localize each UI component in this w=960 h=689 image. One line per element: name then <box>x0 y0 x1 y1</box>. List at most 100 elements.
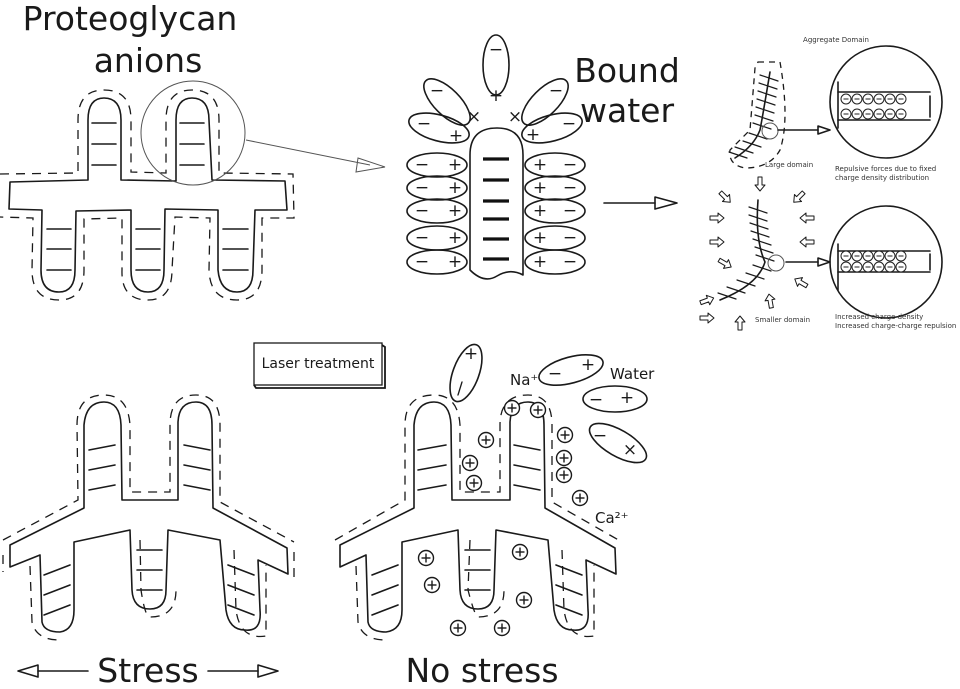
svg-text:−: − <box>417 114 431 134</box>
bristle <box>726 286 746 294</box>
svg-text:/: / <box>457 379 463 399</box>
cation-icon <box>555 449 573 467</box>
cation-icon <box>493 619 511 637</box>
stretched-chain-bars <box>43 444 255 616</box>
arrow-right-icon <box>654 196 678 210</box>
magnify-circle <box>140 80 246 186</box>
water-molecule <box>406 198 468 224</box>
bristle <box>742 140 762 148</box>
small-caption-line2: Increased charge-charge repulsion <box>835 322 956 330</box>
plus-icon: + <box>533 252 547 272</box>
svg-text:+: + <box>526 125 540 145</box>
bristle <box>728 151 748 159</box>
sodium-label: Na⁺ <box>510 371 538 389</box>
small-domain-label: Smaller domain <box>755 316 810 324</box>
bristle <box>752 264 772 272</box>
svg-text:−: − <box>548 364 562 384</box>
compression-arrow-icon <box>799 212 815 224</box>
bristle <box>736 279 756 287</box>
cation-icon <box>449 619 467 637</box>
compression-arrow-icon <box>699 294 715 306</box>
water-molecules-top: − + − × − × − + + − <box>408 34 583 146</box>
compression-arrow-icon <box>799 236 815 248</box>
svg-text:−: − <box>562 114 576 134</box>
plus-icon: + <box>448 155 462 175</box>
svg-text:−: − <box>589 390 603 410</box>
bristle <box>757 90 777 98</box>
svg-text:−: − <box>549 81 563 101</box>
free-water-molecules: + / − + − + − × <box>449 343 648 464</box>
minus-icon: − <box>563 201 577 221</box>
large-caption-line2: charge density distribution <box>835 174 929 182</box>
laser-treatment-button[interactable]: Laser treatment <box>253 342 386 389</box>
bristle <box>750 230 770 238</box>
proteoglycan-title-line1: Proteoglycan <box>23 0 238 38</box>
plus-icon: + <box>448 178 462 198</box>
large-domain-bristles <box>728 74 779 159</box>
svg-text:−: − <box>593 426 607 446</box>
bristle <box>752 238 772 246</box>
small-domain-bristles <box>717 206 775 300</box>
minus-icon: − <box>563 178 577 198</box>
magnify-pointer-line <box>245 139 371 166</box>
bristle <box>717 292 737 300</box>
stress-panel: Stress <box>2 394 295 689</box>
cation-markers <box>417 399 589 637</box>
plus-icon: + <box>448 201 462 221</box>
minus-icon: − <box>415 201 429 221</box>
compression-arrow-icon <box>734 315 746 331</box>
proteoglycan-molecule <box>8 97 288 293</box>
bristle <box>749 222 769 230</box>
bound-water-title-line2: water <box>580 91 674 130</box>
cation-icon <box>571 489 589 507</box>
compression-arrow-icon <box>709 212 725 224</box>
cation-icon <box>417 549 435 567</box>
water-molecules-left: −+−+−+−+−+ <box>406 152 468 275</box>
compression-arrow-icon <box>709 236 725 248</box>
plus-icon: + <box>533 228 547 248</box>
water-molecule <box>406 175 468 201</box>
water-molecule <box>524 175 586 201</box>
proteoglycan-chain-bars <box>46 122 249 271</box>
svg-text:×: × <box>508 107 522 127</box>
svg-text:+: + <box>489 86 503 106</box>
svg-text:−: − <box>489 40 503 60</box>
arrow-left-icon <box>17 664 39 678</box>
cation-icon <box>423 576 441 594</box>
water-molecule <box>406 152 468 178</box>
bristle <box>752 122 772 130</box>
large-domain-zoom-circle <box>829 45 943 159</box>
plus-icon: + <box>448 228 462 248</box>
water-molecule <box>406 249 468 275</box>
proteoglycan-panel: Proteoglycan anions <box>0 0 386 301</box>
arrow-right-icon <box>817 125 831 135</box>
bristle <box>754 114 774 122</box>
proteoglycan-title-line2: anions <box>94 41 203 80</box>
small-domain-zoom-circle <box>829 205 943 319</box>
svg-text:×: × <box>467 107 481 127</box>
svg-text:+: + <box>581 355 595 375</box>
cation-icon <box>465 474 483 492</box>
stretched-molecule <box>9 401 289 633</box>
cation-icon <box>556 426 574 444</box>
arrow-right-icon <box>355 157 386 173</box>
bristle <box>756 98 776 106</box>
large-domain-halo <box>729 61 786 169</box>
svg-text:+: + <box>464 344 478 364</box>
water-molecule <box>524 249 586 275</box>
relaxed-molecule <box>339 401 617 633</box>
arrow-right-icon <box>817 257 831 267</box>
fixed-charge-row <box>840 93 907 120</box>
svg-text:−: − <box>430 81 444 101</box>
cation-icon <box>503 399 521 417</box>
stretched-charge-halo <box>2 394 295 641</box>
bristle <box>734 146 754 154</box>
aggregate-title: Aggregate Domain <box>803 36 869 44</box>
water-label: Water <box>610 365 655 383</box>
bound-water-title-line1: Bound <box>574 51 680 90</box>
bristle <box>748 214 768 222</box>
plus-icon: + <box>533 155 547 175</box>
compression-arrow-icon <box>764 293 776 309</box>
small-domain-backbone <box>719 199 766 301</box>
bristle <box>759 74 779 82</box>
